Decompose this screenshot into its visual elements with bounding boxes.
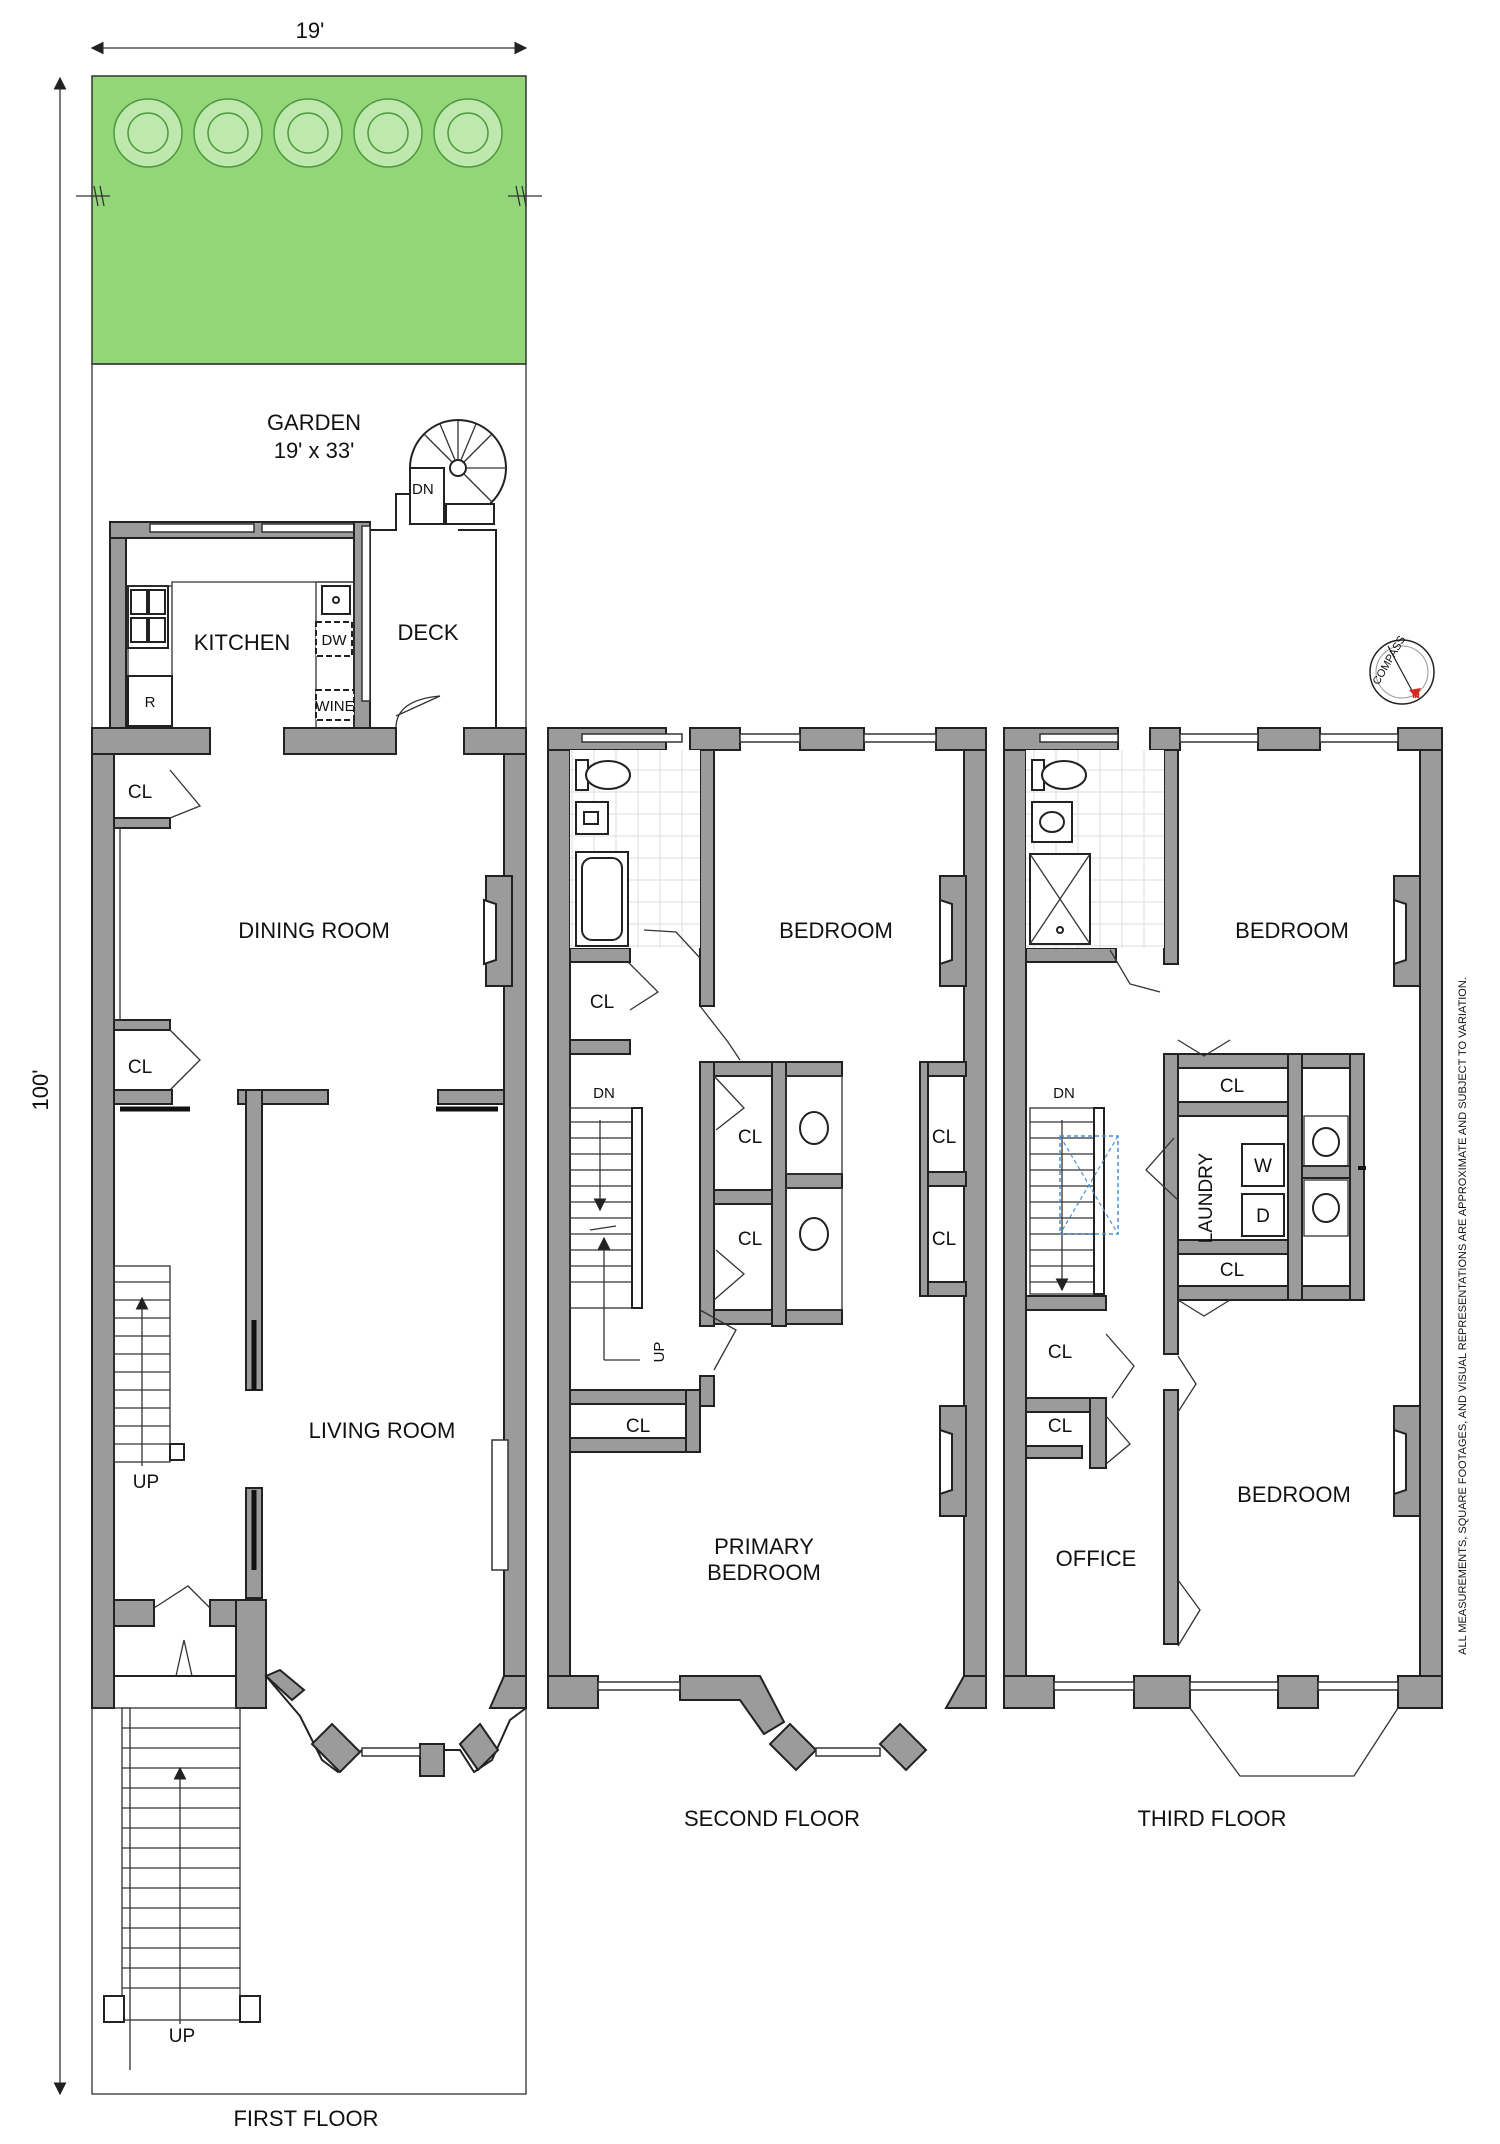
second-dn-label: DN (593, 1085, 615, 1102)
width-dimension: 19' (90, 18, 528, 55)
spiral-stair (409, 419, 507, 525)
first-floor-walls (91, 727, 527, 2070)
closet-sink-icons (785, 1075, 843, 1311)
stair-up-label: UP (133, 1472, 159, 1493)
sink-icon (321, 585, 351, 615)
office-label: OFFICE (1056, 1546, 1137, 1571)
wine-fridge-icon: WINE (315, 689, 355, 721)
second-floor-bath (570, 750, 701, 959)
washer-icon: W (1241, 1143, 1285, 1187)
fridge-label: R (145, 694, 156, 711)
primary-label-2: BEDROOM (707, 1560, 821, 1585)
second-cl-d: CL (932, 1127, 956, 1148)
depth-dimension: 100' (28, 76, 67, 2096)
second-floor-title: SECOND FLOOR (684, 1806, 860, 1831)
third-floor-doors (1105, 1039, 1231, 1647)
width-label: 19' (296, 18, 325, 43)
closet-sink-icons (1303, 1115, 1366, 1237)
third-cl-d: CL (1048, 1416, 1072, 1437)
break-marks (76, 185, 542, 207)
third-bedroom-bottom-label: BEDROOM (1237, 1482, 1351, 1507)
dishwasher-icon: DW (315, 621, 353, 657)
third-cl-a: CL (1220, 1076, 1244, 1097)
second-cl-a: CL (590, 992, 614, 1013)
lawn (76, 75, 542, 365)
primary-label-1: PRIMARY (714, 1534, 814, 1559)
second-up-label: UP (651, 1342, 668, 1363)
stoop-stairs (103, 1707, 261, 2024)
cl2-label: CL (128, 1057, 152, 1078)
vanity-sink-icon (575, 801, 609, 835)
second-cl-f: CL (626, 1416, 650, 1437)
stove-icon (127, 585, 169, 649)
second-floor-walls (547, 727, 987, 1772)
compass-north: N (1412, 689, 1420, 701)
living-label: LIVING ROOM (309, 1418, 456, 1443)
sink-icon (1031, 801, 1073, 843)
shower-icon (1029, 853, 1091, 945)
counter-top (171, 581, 354, 586)
spiral-dn-label: DN (412, 481, 434, 498)
deck-label: DECK (397, 620, 458, 645)
toilet-icon (1031, 759, 1087, 791)
bathtub-icon (575, 851, 629, 947)
second-floor-stair (569, 1107, 643, 1361)
cl1-label: CL (128, 782, 152, 803)
interior-stair (113, 1265, 185, 1466)
fridge-icon: R (127, 675, 173, 727)
third-floor-walls (1003, 727, 1443, 1777)
washer-label: W (1254, 1156, 1272, 1177)
first-floor-title: FIRST FLOOR (233, 2106, 378, 2131)
compass-icon: COMPASS N (1369, 634, 1435, 705)
second-bedroom-label: BEDROOM (779, 918, 893, 943)
third-floor-title: THIRD FLOOR (1137, 1806, 1286, 1831)
second-floor-doors (627, 961, 745, 1371)
dryer-icon: D (1241, 1193, 1285, 1237)
second-cl-e: CL (932, 1229, 956, 1250)
wine-label: WINE (315, 698, 354, 715)
third-floor-bath (1026, 750, 1164, 993)
third-cl-c: CL (1048, 1342, 1072, 1363)
dryer-label: D (1256, 1206, 1270, 1227)
laundry-label: LAUNDRY (1196, 1152, 1217, 1243)
skylight-icon (1059, 1135, 1119, 1235)
second-cl-c: CL (738, 1229, 762, 1250)
garden-size: 19' x 33' (274, 438, 355, 463)
dining-label: DINING ROOM (238, 918, 390, 943)
third-dn-label: DN (1053, 1085, 1075, 1102)
third-floor-stair (1029, 1107, 1105, 1295)
second-cl-b: CL (738, 1127, 762, 1148)
stoop-up-label: UP (169, 2026, 195, 2047)
kitchen-label: KITCHEN (194, 630, 291, 655)
tree-icons (113, 98, 503, 168)
third-cl-b: CL (1220, 1260, 1244, 1281)
toilet-icon (575, 759, 631, 791)
dw-label: DW (322, 632, 348, 649)
depth-label: 100' (28, 1070, 53, 1111)
third-bedroom-top-label: BEDROOM (1235, 918, 1349, 943)
disclaimer: ALL MEASUREMENTS, SQUARE FOOTAGES, AND V… (1457, 977, 1469, 1655)
first-floor-doors (153, 695, 441, 1677)
garden-label: GARDEN (267, 410, 361, 435)
